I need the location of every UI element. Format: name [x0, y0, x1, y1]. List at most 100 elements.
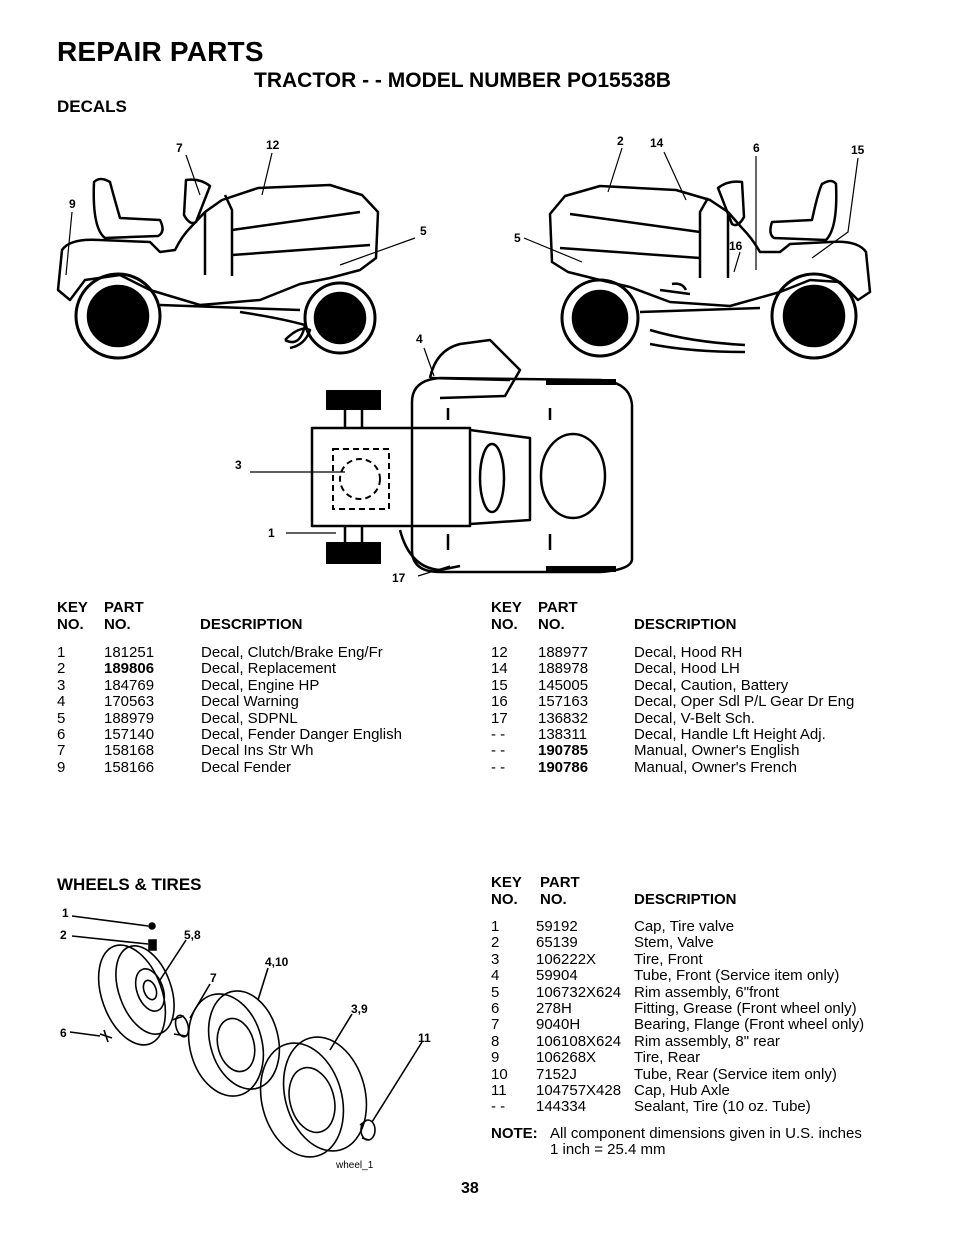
- cell-part: 181251: [104, 644, 155, 661]
- cell-part: 106108X624: [536, 1032, 622, 1050]
- cell-part: 188977: [538, 644, 589, 661]
- cell-desc: Sealant, Tire (10 oz. Tube): [634, 1098, 811, 1116]
- note-line-1: All component dimensions given in U.S. i…: [550, 1125, 862, 1142]
- cell-desc: Decal Ins Str Wh: [201, 742, 314, 760]
- cell-key: 5: [491, 983, 500, 1001]
- cell-desc: Decal, Replacement: [201, 660, 337, 678]
- cell-key: 2: [57, 660, 66, 678]
- cell-desc: Rim assembly, 6"front: [634, 983, 780, 1001]
- cell-key: 6: [491, 1000, 500, 1017]
- cell-key: 8: [491, 1032, 500, 1050]
- cell-desc: Decal, Hood LH: [634, 660, 740, 678]
- cell-key: 7: [491, 1016, 500, 1034]
- diagram-caption: wheel_1: [336, 1160, 374, 1171]
- cell-desc: Decal, V-Belt Sch.: [634, 709, 755, 727]
- cell-desc: Tube, Rear (Service item only): [634, 1065, 837, 1083]
- cell-desc: Cap, Hub Axle: [634, 1082, 730, 1099]
- cell-key: 2: [491, 934, 500, 952]
- callout-label: 17: [392, 571, 406, 585]
- cell-part: 184769: [104, 676, 155, 694]
- callout-label: 5: [514, 231, 521, 245]
- cell-part: 145005: [538, 676, 589, 694]
- cell-key: 4: [57, 693, 66, 711]
- page-title: REPAIR PARTS: [57, 36, 264, 67]
- cell-key: 5: [57, 709, 66, 727]
- cell-part: 136832: [538, 709, 589, 727]
- cell-part: 65139: [536, 934, 578, 952]
- cell-desc: Decal, Fender Danger English: [201, 726, 402, 743]
- cell-desc: Cap, Tire valve: [634, 918, 735, 935]
- callout-label: 14: [650, 136, 664, 150]
- cell-key: 9: [491, 1049, 500, 1067]
- cell-part: 190785: [538, 742, 589, 760]
- cell-desc: Decal, Hood RH: [634, 644, 743, 661]
- col-desc-header: DESCRIPTION: [634, 891, 737, 908]
- cell-key: 11: [491, 1082, 507, 1099]
- cell-part: 188978: [538, 660, 589, 678]
- cell-part: 158166: [104, 758, 155, 776]
- cell-part: 59192: [536, 918, 578, 935]
- cell-part: 158168: [104, 742, 155, 760]
- cell-desc: Tire, Rear: [634, 1049, 701, 1067]
- cell-desc: Tire, Front: [634, 950, 703, 968]
- cell-part: 106268X: [536, 1049, 597, 1067]
- callout-label: 15: [851, 143, 865, 157]
- cell-desc: Rim assembly, 8" rear: [634, 1032, 780, 1050]
- callout-label: 12: [266, 138, 280, 152]
- callout-label: 11: [418, 1031, 431, 1045]
- cell-key: 12: [491, 644, 508, 661]
- note-line-2: 1 inch = 25.4 mm: [550, 1141, 666, 1158]
- callout-label: 16: [729, 239, 743, 253]
- cell-part: 190786: [538, 758, 589, 776]
- callout-label: 5: [420, 224, 427, 238]
- callout-label: 9: [69, 197, 76, 211]
- cell-part: 104757X428: [536, 1082, 622, 1099]
- callout-label: 3: [235, 458, 242, 472]
- cell-desc: Decal, Caution, Battery: [634, 676, 789, 694]
- cell-key: 4: [491, 967, 500, 985]
- cell-key: - -: [491, 726, 506, 743]
- cell-part: 188979: [104, 709, 155, 727]
- callout-label: 6: [753, 141, 760, 155]
- cell-part: 59904: [536, 967, 578, 985]
- cell-key: 10: [491, 1065, 508, 1083]
- cell-desc: Decal, Engine HP: [201, 676, 320, 694]
- callout-label: 3,9: [351, 1002, 368, 1016]
- cell-key: 1: [491, 918, 500, 935]
- cell-part: 170563: [104, 693, 155, 711]
- cell-key: 1: [57, 644, 66, 661]
- note-label: NOTE:: [491, 1125, 538, 1142]
- cell-key: - -: [491, 758, 506, 776]
- cell-part: 157163: [538, 693, 589, 711]
- cell-desc: Decal, Handle Lft Height Adj.: [634, 726, 826, 743]
- cell-key: 3: [491, 950, 500, 968]
- model-subtitle: TRACTOR - - MODEL NUMBER PO15538B: [254, 69, 671, 92]
- callout-label: 7: [210, 971, 217, 985]
- cell-key: - -: [491, 742, 506, 760]
- callout-label: 7: [176, 141, 183, 155]
- cell-key: - -: [491, 1098, 506, 1116]
- callout-label: 5,8: [184, 928, 201, 942]
- callout-label: 2: [617, 134, 624, 148]
- cell-part: 7152J: [536, 1065, 577, 1083]
- callout-label: 4,10: [265, 955, 289, 969]
- callout-label: 6: [60, 1026, 67, 1040]
- cell-part: 138311: [538, 726, 587, 743]
- cell-part: 106732X624: [536, 983, 622, 1001]
- cell-desc: Manual, Owner's French: [634, 758, 797, 776]
- cell-desc: Decal, SDPNL: [201, 709, 298, 727]
- cell-key: 17: [491, 709, 508, 727]
- page-number: 38: [461, 1180, 479, 1197]
- callout-label: 1: [62, 906, 69, 920]
- cell-key: 7: [57, 742, 66, 760]
- cell-part: 9040H: [536, 1016, 581, 1034]
- callout-label: 4: [416, 332, 423, 346]
- cell-part: 157140: [104, 726, 155, 743]
- cell-part: 189806: [104, 660, 155, 678]
- callout-label: 1: [268, 526, 275, 540]
